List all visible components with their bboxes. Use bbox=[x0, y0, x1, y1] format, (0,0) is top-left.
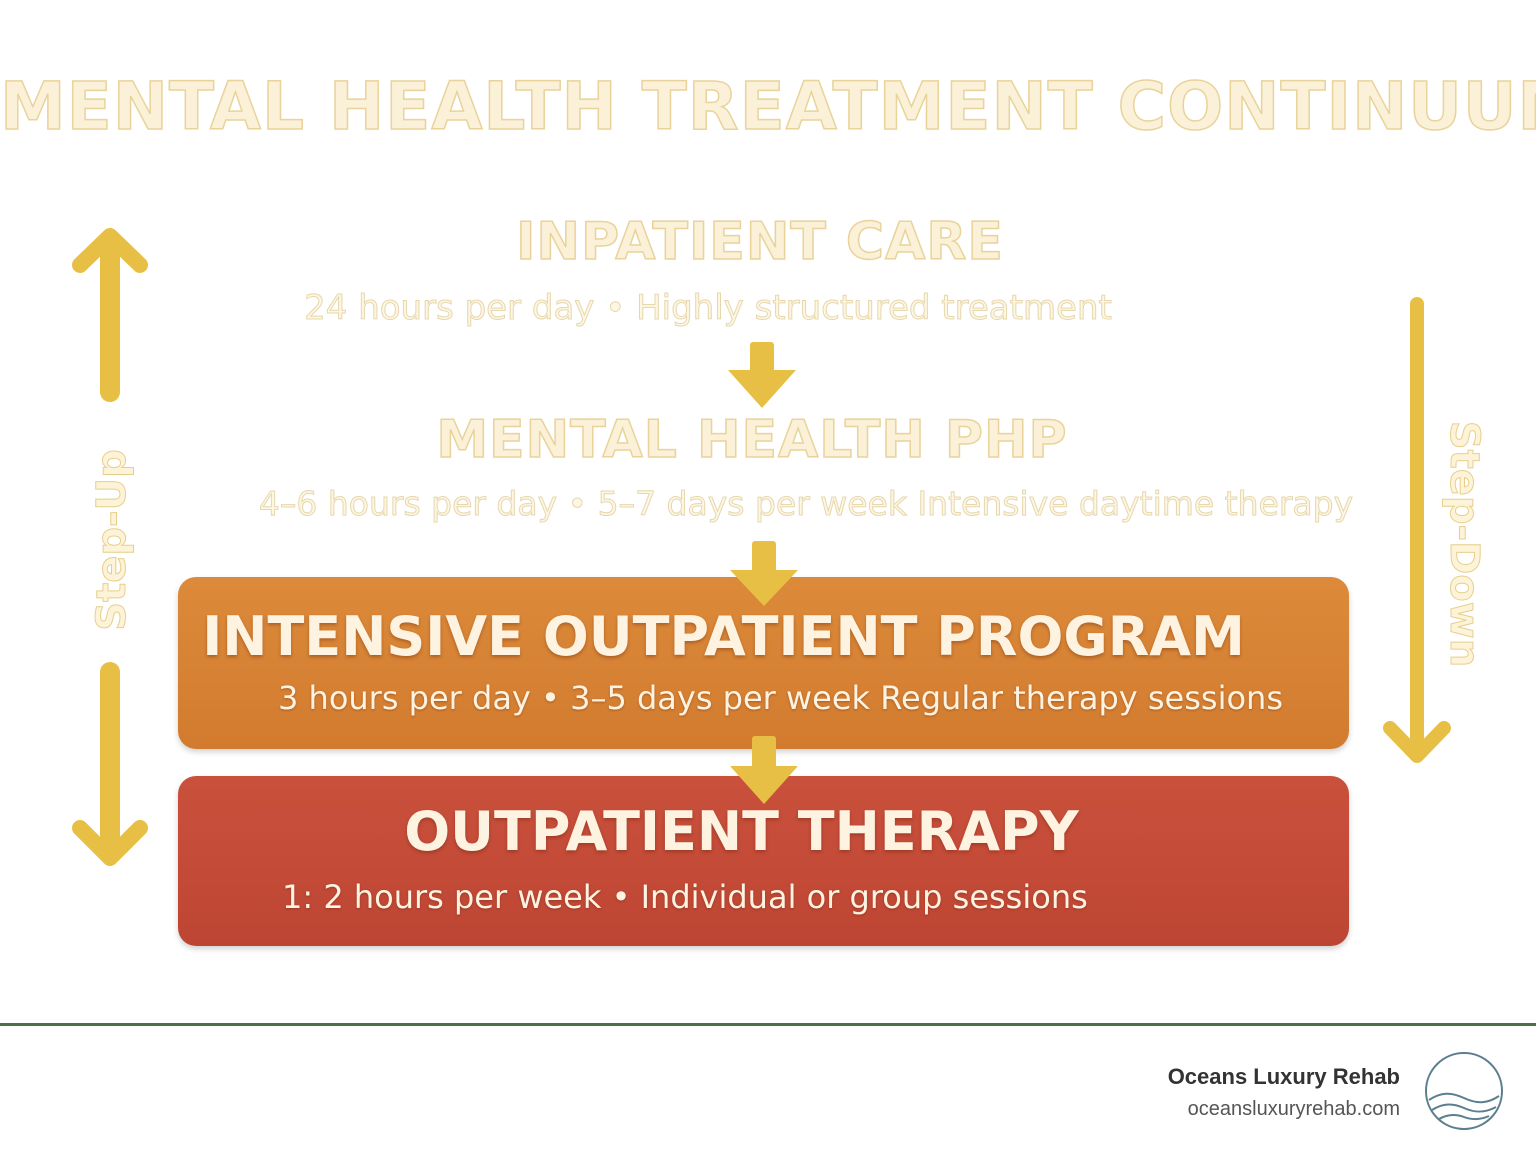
arrow-down-icon-1 bbox=[728, 342, 796, 408]
level-php-description: 4–6 hours per day • 5–7 days per week In… bbox=[258, 484, 1354, 524]
footer-divider bbox=[0, 1023, 1536, 1026]
step-down-arrow-icon bbox=[1383, 297, 1451, 763]
level-iop-box: INTENSIVE OUTPATIENT PROGRAM 3 hours per… bbox=[178, 577, 1349, 749]
step-up-down-arrow-icon bbox=[72, 662, 148, 866]
diagram-title: MENTAL HEALTH TREATMENT CONTINUUM bbox=[0, 67, 1536, 146]
step-down-label: Step-Down bbox=[1441, 420, 1488, 668]
level-iop-title: INTENSIVE OUTPATIENT PROGRAM bbox=[202, 605, 1245, 668]
brand-name: Oceans Luxury Rehab bbox=[1167, 1064, 1400, 1089]
level-php-title: MENTAL HEALTH PHP bbox=[436, 409, 1068, 471]
brand-url[interactable]: oceansluxuryrehab.com bbox=[1187, 1098, 1400, 1120]
arrow-down-icon-2 bbox=[730, 541, 798, 606]
level-inpatient-description: 24 hours per day • Highly structured tre… bbox=[304, 288, 1113, 329]
level-outpatient-description: 1: 2 hours per week • Individual or grou… bbox=[282, 878, 1088, 916]
level-outpatient-title: OUTPATIENT THERAPY bbox=[404, 800, 1079, 863]
step-up-arrow-icon bbox=[72, 228, 148, 402]
wave-circle-logo-icon bbox=[1425, 1052, 1503, 1130]
level-inpatient-title: INPATIENT CARE bbox=[515, 211, 1004, 273]
level-outpatient-box: OUTPATIENT THERAPY 1: 2 hours per week •… bbox=[178, 776, 1349, 946]
level-iop-description: 3 hours per day • 3–5 days per week Regu… bbox=[278, 679, 1283, 717]
step-up-label: Step-Up bbox=[89, 449, 136, 631]
arrow-down-icon-3 bbox=[730, 736, 798, 804]
